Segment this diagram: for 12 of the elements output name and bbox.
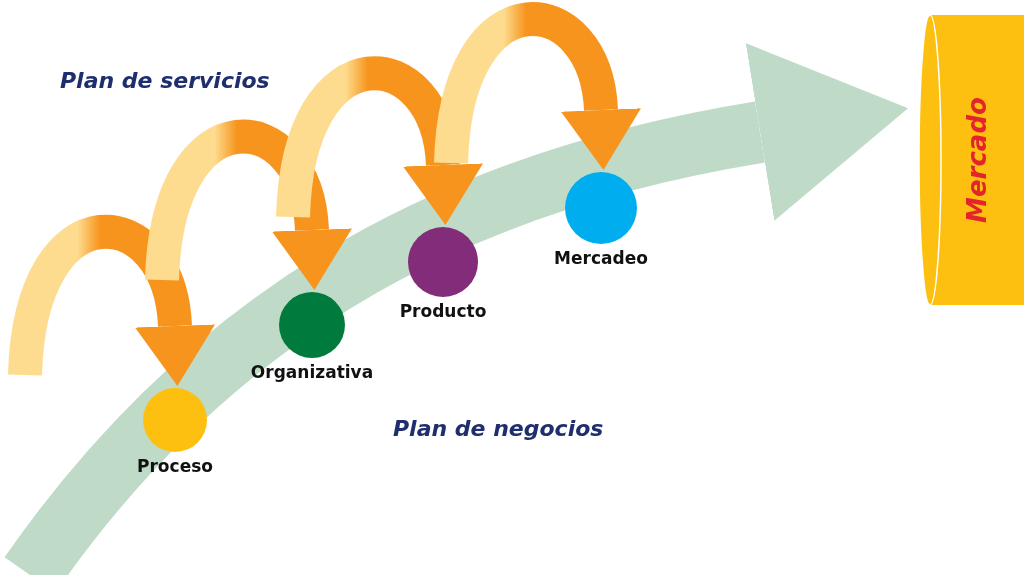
arrow <box>434 2 641 170</box>
arrow <box>276 56 483 225</box>
node-label: Producto <box>399 301 487 321</box>
node-label: Mercado <box>962 97 993 223</box>
arrow <box>145 119 352 290</box>
heading-label: Plan de servicios <box>60 68 270 93</box>
node-label: Mercadeo <box>554 248 648 268</box>
heading-label: Plan de negocios <box>393 416 604 441</box>
arrow <box>8 215 215 386</box>
node-label: Proceso <box>137 456 213 476</box>
node-label: Organizativa <box>250 362 374 382</box>
arrow <box>5 43 908 575</box>
